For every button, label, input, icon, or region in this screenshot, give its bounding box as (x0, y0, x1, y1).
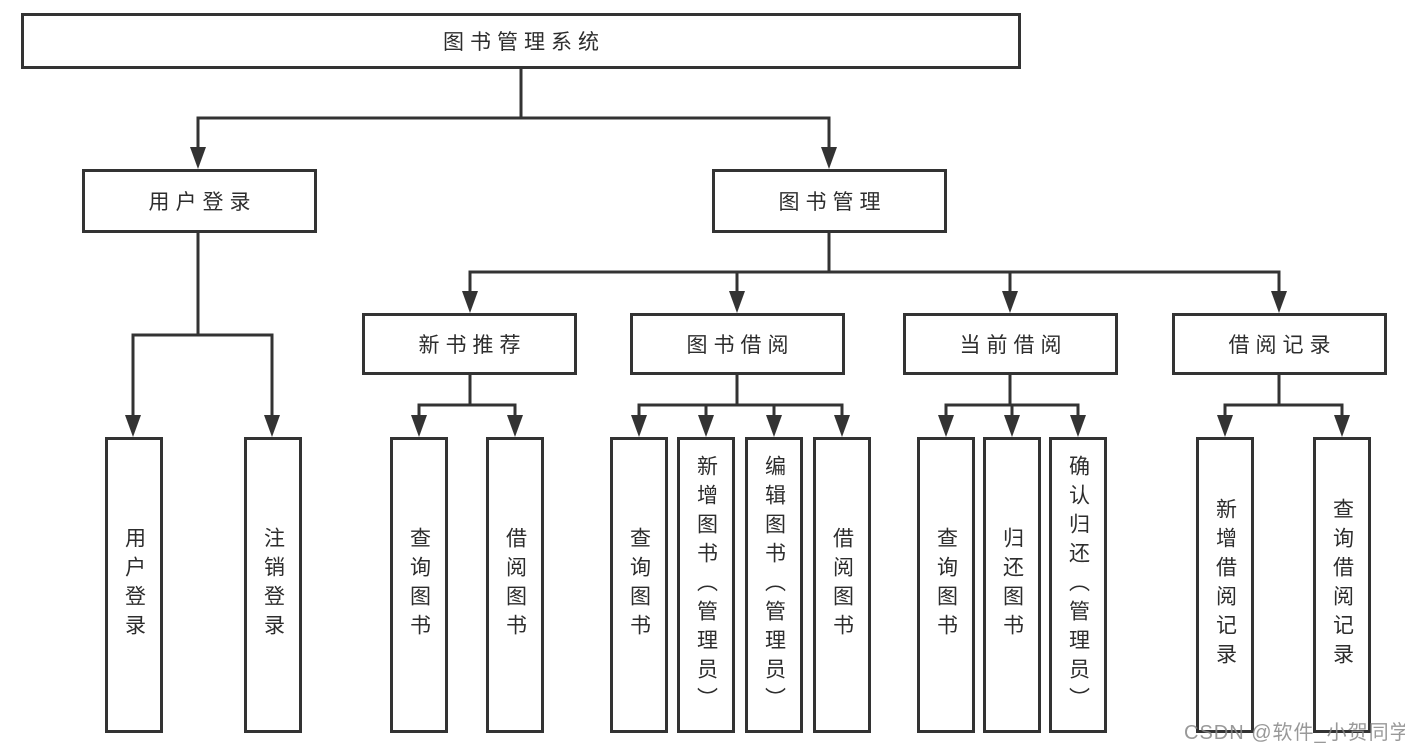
node-label: 图书借阅 (686, 334, 795, 357)
connector-user-split (131, 333, 274, 420)
node-new-book-recommend: 新书推荐 (362, 313, 577, 375)
leaf-label: 查询图书 (627, 527, 651, 643)
arrowhead (821, 147, 837, 169)
node-label: 借阅记录 (1228, 334, 1337, 357)
arrowhead (631, 415, 647, 437)
arrowhead (507, 415, 523, 437)
arrowhead (1070, 415, 1086, 437)
node-borrow-records: 借阅记录 (1172, 313, 1387, 375)
leaf-label: 查询图书 (934, 527, 958, 643)
leaf-label: 注销登录 (261, 527, 285, 643)
leaf-label: 查询图书 (407, 527, 431, 643)
node-book-borrow: 图书借阅 (630, 313, 845, 375)
arrowhead (462, 291, 478, 313)
leaf-label: 用户登录 (122, 527, 146, 643)
arrowhead (1002, 291, 1018, 313)
leaf-edit-books-admin: 编辑图书（管理员） (745, 437, 803, 733)
leaf-query-books: 查询图书 (917, 437, 975, 733)
leaf-add-borrow-record: 新增借阅记录 (1196, 437, 1254, 733)
node-label: 新书推荐 (418, 334, 527, 357)
connector-mgmt-split (468, 270, 1281, 296)
leaf-user-login: 用户登录 (105, 437, 163, 733)
leaf-query-books: 查询图书 (610, 437, 668, 733)
arrowhead (1271, 291, 1287, 313)
leaf-borrow-books: 借阅图书 (813, 437, 871, 733)
leaf-query-borrow-record: 查询借阅记录 (1313, 437, 1371, 733)
connector-bb-split (637, 403, 844, 420)
arrowhead (1004, 415, 1020, 437)
arrowhead (125, 415, 141, 437)
node-label: 用户登录 (148, 191, 257, 214)
leaf-label: 借阅图书 (830, 527, 854, 643)
connector-root-split (196, 116, 831, 154)
arrowhead (938, 415, 954, 437)
node-label: 当前借阅 (959, 334, 1068, 357)
node-book-management: 图书管理 (712, 169, 947, 233)
leaf-return-books: 归还图书 (983, 437, 1041, 733)
arrowhead (411, 415, 427, 437)
leaf-confirm-return-admin: 确认归还（管理员） (1049, 437, 1107, 733)
arrowhead (834, 415, 850, 437)
leaf-label: 新增借阅记录 (1213, 498, 1237, 672)
connector-br-split (1223, 403, 1344, 420)
arrowhead (1217, 415, 1233, 437)
leaf-label: 确认归还（管理员） (1066, 454, 1090, 716)
leaf-query-books: 查询图书 (390, 437, 448, 733)
node-library-management-system: 图书管理系统 (21, 13, 1021, 69)
node-current-borrow: 当前借阅 (903, 313, 1118, 375)
arrowhead (190, 147, 206, 169)
leaf-label: 新增图书（管理员） (694, 454, 718, 716)
arrowhead (729, 291, 745, 313)
node-label: 图书管理 (778, 191, 887, 214)
arrowhead (264, 415, 280, 437)
leaf-add-books-admin: 新增图书（管理员） (677, 437, 735, 733)
leaf-label: 编辑图书（管理员） (762, 454, 786, 716)
arrowhead (1334, 415, 1350, 437)
leaf-label: 查询借阅记录 (1330, 498, 1354, 672)
arrowhead (698, 415, 714, 437)
leaf-borrow-books: 借阅图书 (486, 437, 544, 733)
arrowhead (766, 415, 782, 437)
leaf-label: 归还图书 (1000, 527, 1024, 643)
node-user-login: 用户登录 (82, 169, 317, 233)
leaf-logout: 注销登录 (244, 437, 302, 733)
leaf-label: 借阅图书 (503, 527, 527, 643)
node-label: 图书管理系统 (443, 31, 605, 54)
connector-nb-split (417, 403, 517, 420)
csdn-watermark: CSDN @软件_小贺同学 (1184, 722, 1405, 744)
